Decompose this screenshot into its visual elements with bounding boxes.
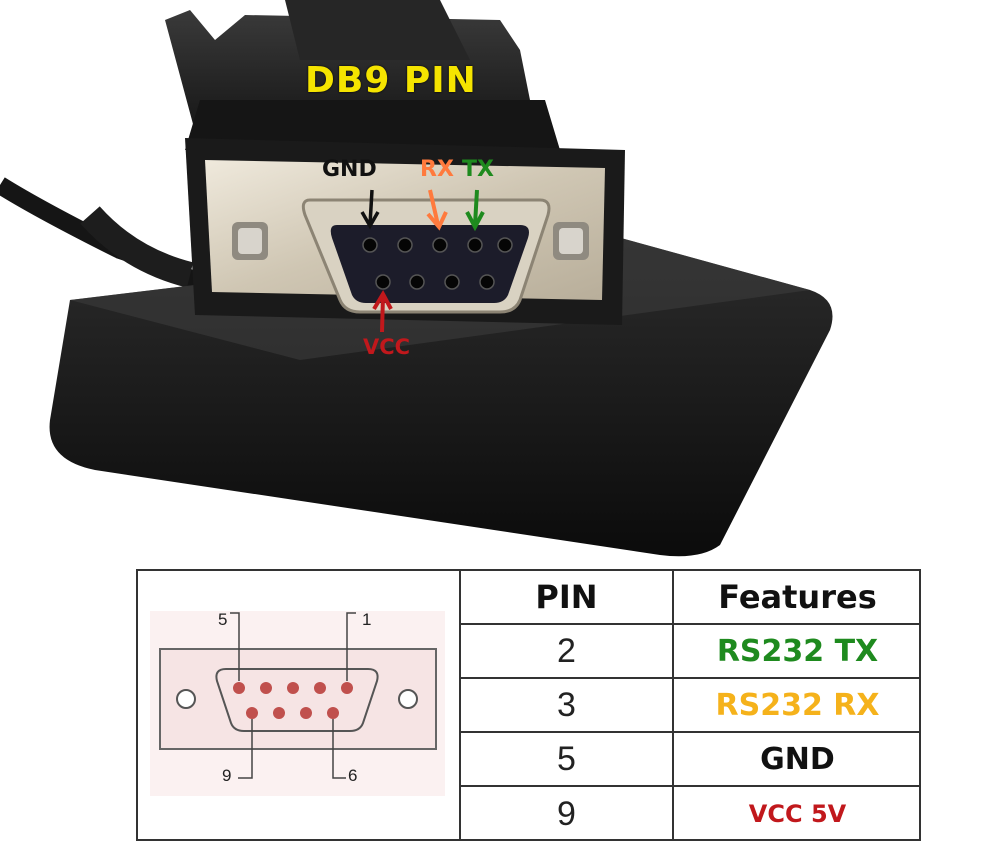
- pin-grid: PIN Features 2 RS232 TX 3 RS232 RX 5 GND…: [461, 571, 921, 841]
- feature-value: VCC 5V: [748, 800, 847, 828]
- vcc-arrow: [372, 289, 393, 333]
- table-header-row: PIN Features: [461, 571, 921, 625]
- gnd-arrow: [360, 189, 380, 230]
- table-row: 2 RS232 TX: [461, 625, 921, 679]
- header-features: Features: [718, 578, 877, 616]
- feature-value: GND: [760, 741, 835, 777]
- vcc-label: VCC: [363, 335, 411, 359]
- header-pin: PIN: [461, 571, 674, 623]
- feature-value: RS232 RX: [715, 687, 880, 723]
- product-photo: DB9 PIN GND RX TX VCC: [0, 0, 833, 557]
- mount-hole-left: [176, 689, 196, 709]
- pin-value: 9: [461, 787, 674, 841]
- db9-socket-outline: [215, 668, 379, 732]
- pin-label-1: 1: [362, 610, 372, 629]
- pin-label-6: 6: [348, 766, 358, 785]
- rx-arrow: [426, 189, 448, 231]
- pin-label-9: 9: [222, 766, 232, 785]
- table-row: 9 VCC 5V: [461, 787, 921, 841]
- thumbscrew-left: [232, 222, 268, 260]
- connector-illustration: [0, 0, 833, 557]
- pin-label-5: 5: [218, 610, 228, 629]
- gnd-label: GND: [322, 157, 377, 182]
- tx-label: TX: [462, 157, 494, 182]
- db9-drawing: [150, 611, 445, 796]
- table-row: 5 GND: [461, 733, 921, 787]
- tx-arrow: [465, 189, 485, 232]
- rx-label: RX: [420, 157, 454, 182]
- pin-value: 3: [461, 679, 674, 731]
- thumbscrew-right: [553, 222, 589, 260]
- feature-value: RS232 TX: [716, 633, 879, 669]
- mount-hole-right: [398, 689, 418, 709]
- pinout-table: 5 1 9 6 PIN Features 2 RS232 TX 3 RS232 …: [136, 569, 921, 841]
- table-row: 3 RS232 RX: [461, 679, 921, 733]
- pin-value: 2: [461, 625, 674, 677]
- socket-insert: [330, 225, 529, 303]
- db9-diagram: 5 1 9 6: [138, 571, 461, 839]
- pin-value: 5: [461, 733, 674, 785]
- photo-title: DB9 PIN: [305, 60, 477, 101]
